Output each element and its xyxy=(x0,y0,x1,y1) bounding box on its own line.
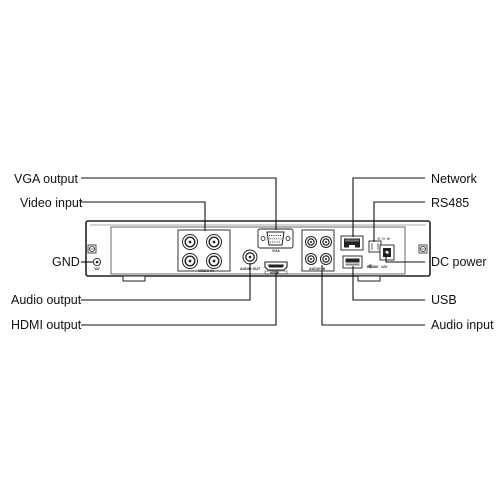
callout-line-audio-input xyxy=(321,265,425,326)
callout-lines xyxy=(81,177,425,326)
rca-connector-icon xyxy=(305,236,317,248)
callout-line-network xyxy=(352,177,425,237)
audio-in-panel-label: AUDIO IN xyxy=(309,267,326,271)
usb-symbol-icon: ⭅ xyxy=(368,263,373,270)
vga-panel-label: VGA xyxy=(272,249,280,253)
audio-output-label: Audio output xyxy=(11,293,82,307)
rca-connector-icon xyxy=(320,253,332,265)
video-input-label: Video input xyxy=(20,196,83,210)
bnc-connector-icon xyxy=(182,253,198,269)
audio-input-label: Audio input xyxy=(431,318,494,332)
hdmi-output-label: HDMI output xyxy=(11,318,82,332)
video-in-panel-label: VIDEO IN xyxy=(198,269,214,273)
vga-output-label: VGA output xyxy=(14,172,78,186)
hdmi-panel-label: HDMI xyxy=(270,271,279,275)
network-label: Network xyxy=(431,172,478,186)
dc12v-panel-label: 12V xyxy=(381,265,388,269)
callout-line-usb xyxy=(352,266,425,301)
callout-line-rs485 xyxy=(373,201,425,242)
callout-line-hdmi xyxy=(81,271,277,326)
network-port-icon xyxy=(340,235,364,251)
dc-polarity-icon: ⊖-⊙-⊕ xyxy=(377,236,390,241)
hdmi-port: HDMI xyxy=(264,261,288,275)
screw-left-icon xyxy=(87,244,97,254)
rs485-label: RS485 xyxy=(431,196,469,210)
usb-label: USB xyxy=(431,293,457,307)
gnd-label: GND xyxy=(52,255,80,269)
gnd-terminal-icon xyxy=(92,257,102,270)
callout-line-dc-power xyxy=(385,253,425,263)
callout-line-vga xyxy=(81,177,277,230)
rca-connector-icon xyxy=(305,253,317,265)
callout-line-audio-output xyxy=(81,263,251,301)
dc-power-jack-icon: ⊖-⊙-⊕ 12V xyxy=(377,236,395,269)
dc-power-label: DC power xyxy=(431,255,487,269)
bnc-connector-icon xyxy=(182,234,198,250)
audio-input-rca-block: AUDIO IN xyxy=(301,229,335,272)
callout-line-video-input xyxy=(81,201,206,231)
rs485-panel-label: RS485 xyxy=(367,265,378,269)
rca-connector-icon xyxy=(320,236,332,248)
video-input-bnc-block: VIDEO IN xyxy=(177,229,231,273)
screw-right-icon xyxy=(418,244,428,254)
bnc-connector-icon xyxy=(206,253,222,269)
bnc-connector-icon xyxy=(206,234,222,250)
